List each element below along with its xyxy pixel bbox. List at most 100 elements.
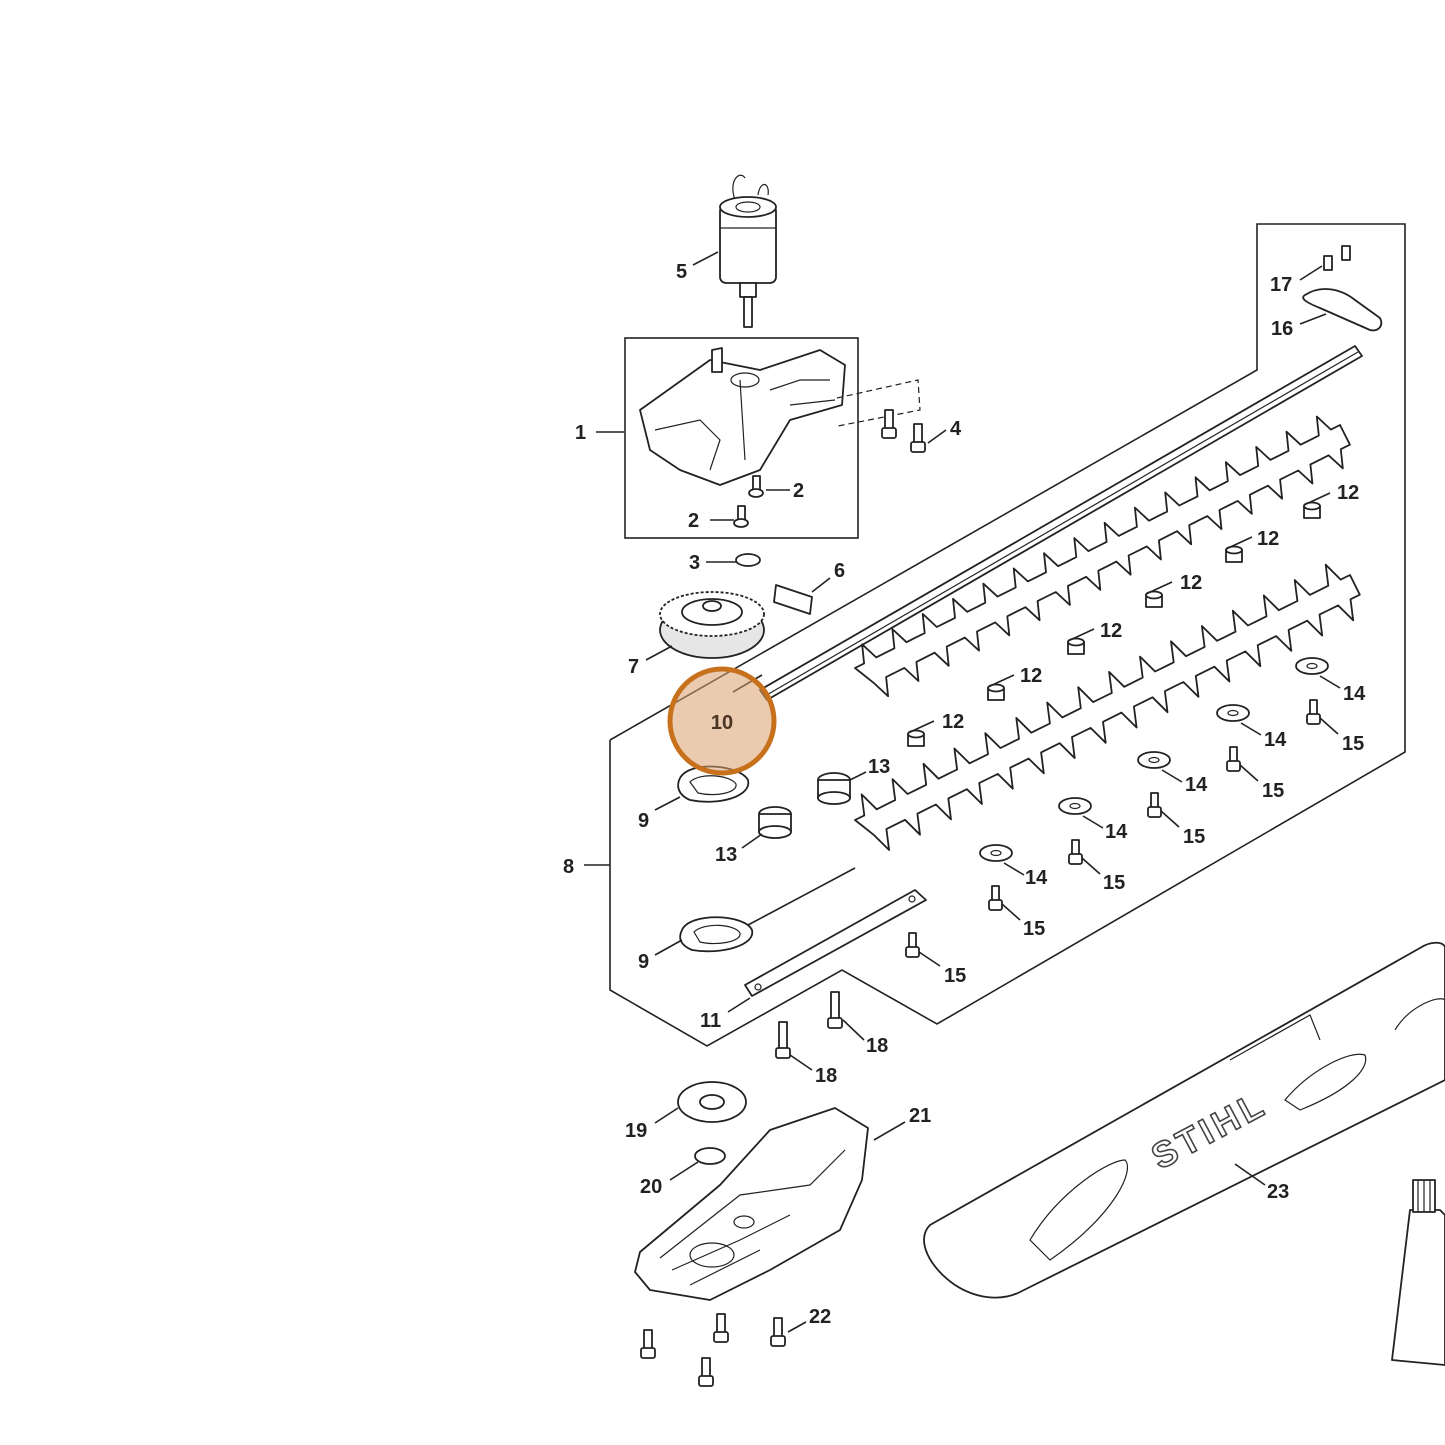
callout-12c: 12 (1180, 572, 1202, 594)
circlip-part-3 (735, 553, 761, 567)
callout-13a: 13 (868, 756, 890, 778)
callout-15b: 15 (1262, 780, 1284, 802)
callout-18a: 18 (866, 1035, 888, 1057)
callout-9b: 9 (638, 951, 649, 973)
blade-bar (759, 345, 1363, 701)
callout-12a: 12 (1337, 482, 1359, 504)
motor-part (719, 174, 777, 328)
ring-part-20 (694, 1147, 726, 1165)
support-bar-part-11 (744, 889, 927, 997)
leader-line (1303, 492, 1331, 506)
upper-cutter-blade (854, 415, 1351, 698)
callout-6: 6 (834, 560, 845, 582)
leader-line (1145, 581, 1173, 595)
washer-part-14 (1295, 657, 1329, 675)
callout-11: 11 (700, 1010, 721, 1032)
lower-cutter-blade (854, 563, 1361, 851)
bush-part-12 (1225, 545, 1243, 555)
callout-17: 17 (1270, 274, 1292, 296)
callout-3: 3 (689, 552, 700, 574)
screw-part-2 (733, 475, 764, 528)
gear-part-7 (659, 591, 765, 659)
callout-9a: 9 (638, 810, 649, 832)
leader-line (1001, 903, 1021, 921)
callout-14b: 14 (1264, 729, 1287, 751)
callout-14c: 14 (1185, 774, 1208, 796)
callout-12f: 12 (942, 711, 964, 733)
gear-housing-frame (624, 337, 859, 539)
callout-15c: 15 (1183, 826, 1205, 848)
bracket-part-16 (1302, 288, 1383, 332)
leader-line (1239, 764, 1259, 782)
callout-8: 8 (563, 856, 574, 878)
callout-2b: 2 (688, 510, 699, 532)
screw-part-4 (881, 409, 926, 453)
callout-12b: 12 (1257, 528, 1279, 550)
washer-part-14 (1137, 751, 1171, 769)
leader-line (907, 720, 935, 734)
screw-part-15 (1147, 806, 1162, 818)
leader-line (1067, 628, 1095, 642)
callout-21: 21 (909, 1105, 931, 1127)
callout-14a: 14 (1343, 683, 1366, 705)
callout-15a: 15 (1342, 733, 1364, 755)
spacer-part-13 (758, 772, 851, 839)
screw-part-17 (1323, 245, 1351, 271)
washer-part-14 (1058, 797, 1092, 815)
callout-15e: 15 (1023, 918, 1045, 940)
callout-4: 4 (950, 418, 962, 440)
callout-5: 5 (676, 261, 687, 283)
leader-lines (584, 251, 1327, 1333)
callout-labels: 5 1 2 2 4 3 6 7 8 9 9 11 12 12 12 12 12 … (563, 261, 1366, 1328)
callout-12e: 12 (1020, 665, 1042, 687)
leader-line (1160, 810, 1180, 828)
bush-part-12 (907, 729, 925, 739)
callout-19: 19 (625, 1120, 647, 1142)
screw-part-22 (640, 1313, 786, 1387)
callout-23: 23 (1267, 1181, 1289, 1203)
gear-cover-part-21 (634, 1107, 869, 1301)
screw-part-15 (1068, 853, 1083, 865)
callout-22: 22 (809, 1306, 831, 1328)
leader-line (1319, 717, 1339, 735)
screw-part-15 (1226, 760, 1241, 772)
bush-part-12 (987, 683, 1005, 693)
small-parts-group (905, 492, 1341, 967)
callout-16: 16 (1271, 318, 1293, 340)
blade-assembly-frame (609, 223, 1406, 1047)
gear-housing-part (639, 347, 921, 486)
washer-part-14 (1227, 709, 1239, 717)
screw-part-18 (775, 991, 843, 1059)
callout-12d: 12 (1100, 620, 1122, 642)
highlighted-callout-10[interactable]: 10 (667, 666, 777, 776)
plate-part-6 (773, 584, 813, 615)
washer-part-14 (1069, 802, 1081, 810)
callout-14e: 14 (1025, 867, 1048, 889)
leader-line (1240, 722, 1262, 736)
leader-line (1161, 769, 1183, 783)
bush-part-12 (1067, 637, 1085, 647)
callout-2a: 2 (793, 480, 804, 502)
callout-1: 1 (575, 422, 586, 444)
grease-tube-part (1391, 1179, 1445, 1366)
leader-line (987, 674, 1015, 688)
blade-scabbard-part-23: STIHL (923, 941, 1445, 1299)
leader-line (1003, 862, 1025, 876)
callout-13b: 13 (715, 844, 737, 866)
bush-part-12 (1145, 590, 1163, 600)
washer-part-19 (677, 1081, 747, 1123)
washer-part-14 (1306, 662, 1318, 670)
bush-part-12 (1303, 501, 1321, 511)
callout-10: 10 (711, 712, 733, 734)
screw-part-15 (1306, 713, 1321, 725)
washer-part-14 (990, 849, 1002, 857)
screw-part-15 (905, 946, 920, 958)
blade-loop-part-9b (679, 867, 856, 953)
washer-part-14 (1216, 704, 1250, 722)
callout-18b: 18 (815, 1065, 837, 1087)
leader-line (1225, 536, 1253, 550)
callout-15f: 15 (944, 965, 966, 987)
callout-15d: 15 (1103, 872, 1125, 894)
